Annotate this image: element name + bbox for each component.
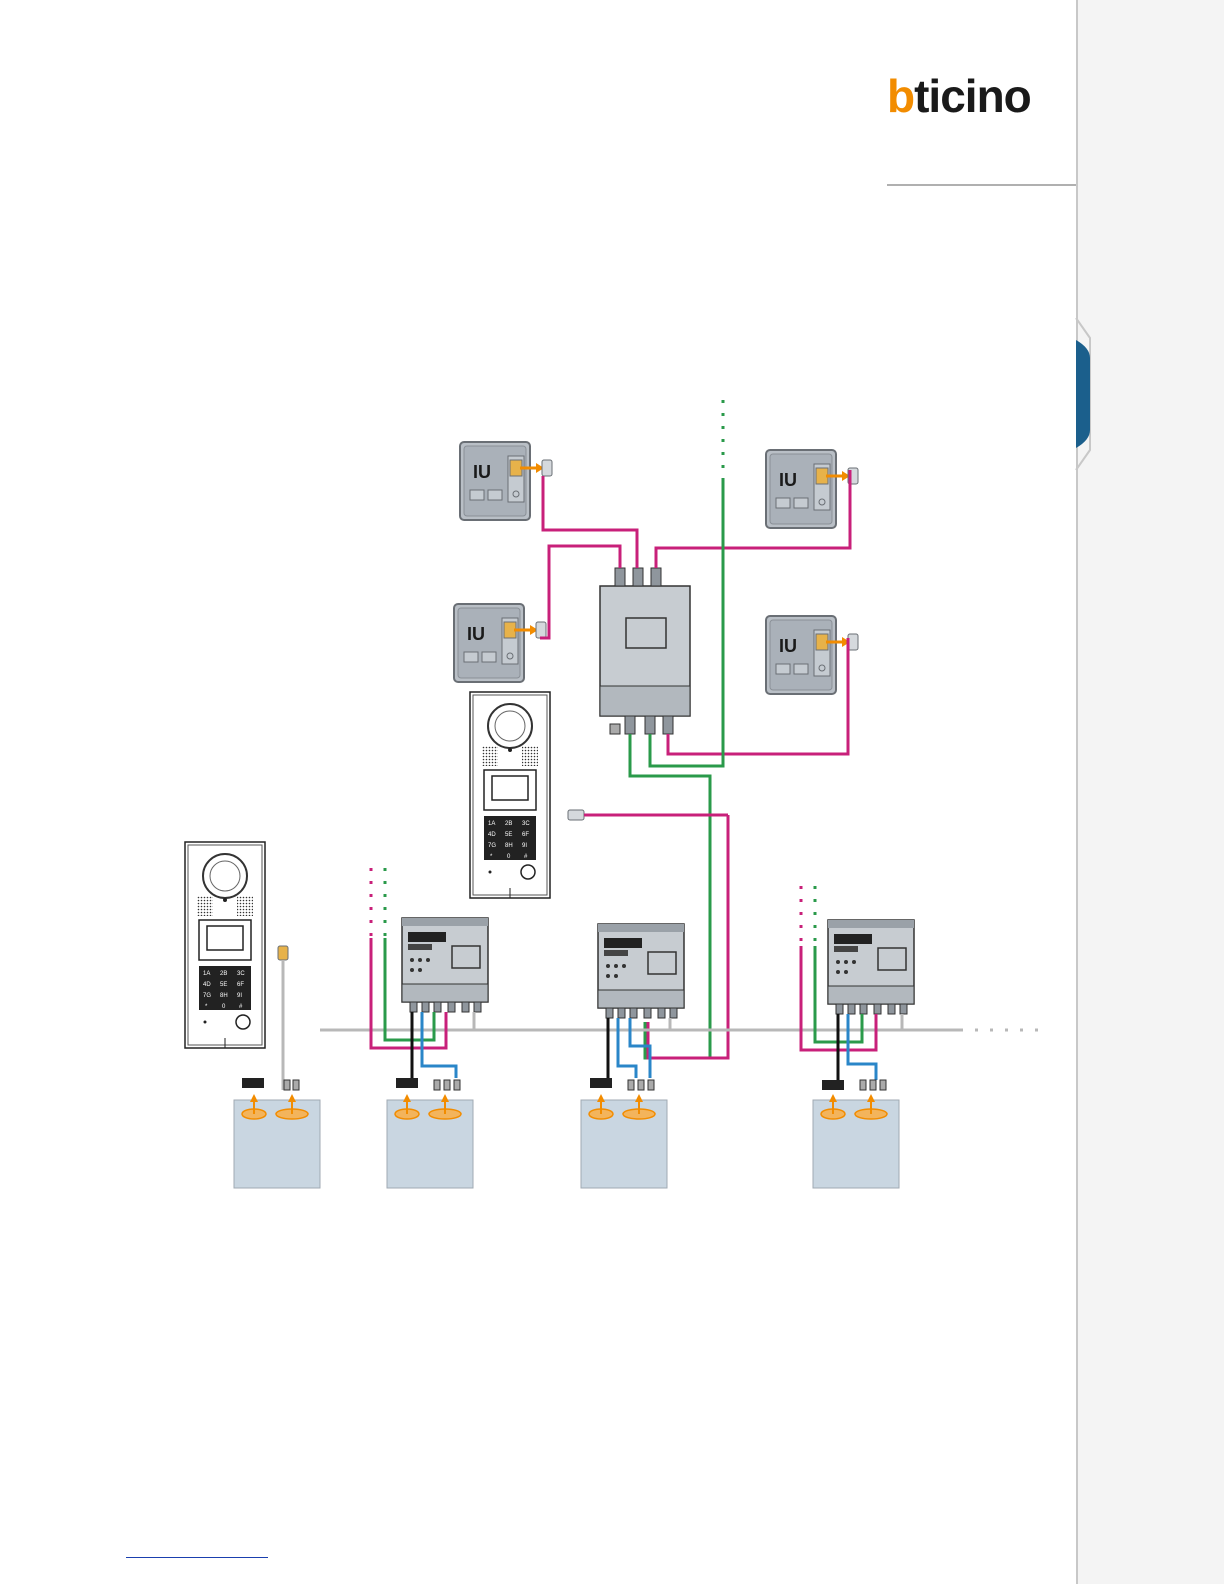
interface-unit: IU — [460, 442, 552, 520]
svg-text:2B: 2B — [505, 821, 512, 827]
svg-text:3C: 3C — [522, 821, 530, 827]
wiring-diagram: IU IU IU IU 1A 2B 3C 4D 5E 6F 7G 8H 9I * — [160, 390, 1060, 1200]
svg-text:7G: 7G — [488, 843, 496, 849]
svg-text:4D: 4D — [488, 832, 496, 838]
svg-text:9I: 9I — [522, 843, 527, 849]
chapter-tab[interactable] — [1060, 318, 1100, 470]
terminal-block — [242, 1078, 886, 1090]
header-divider — [887, 184, 1076, 186]
svg-text:5E: 5E — [505, 832, 512, 838]
svg-text:8H: 8H — [505, 843, 513, 849]
svg-text:8H: 8H — [220, 993, 228, 999]
svg-text:9I: 9I — [237, 993, 242, 999]
apartment-box — [387, 1094, 473, 1188]
apartment-box — [581, 1094, 667, 1188]
svg-text:7G: 7G — [203, 993, 211, 999]
keypad: 1A 2B 3C 4D 5E 6F 7G 8H 9I * 0 # — [484, 816, 536, 860]
svg-text:6F: 6F — [237, 982, 244, 988]
central-distributor — [600, 568, 690, 734]
interface-unit: IU — [766, 616, 858, 694]
apartment-box — [813, 1094, 899, 1188]
bticino-logo: bticino — [887, 70, 1059, 122]
keypad: 1A 2B 3C 4D 5E 6F 7G 8H 9I * 0 # — [199, 966, 251, 1010]
svg-text:1A: 1A — [488, 821, 495, 827]
entrance-panel: 1A 2B 3C 4D 5E 6F 7G 8H 9I * 0 # — [470, 692, 550, 898]
svg-text:1A: 1A — [203, 971, 210, 977]
floor-module — [828, 920, 914, 1014]
svg-text:3C: 3C — [237, 971, 245, 977]
interface-unit: IU — [454, 604, 546, 682]
iu-label: IU — [467, 624, 485, 644]
floor-module — [598, 924, 684, 1018]
page-side-strip — [1076, 0, 1224, 1584]
footer-link-underline — [126, 1557, 268, 1558]
svg-text:4D: 4D — [203, 982, 211, 988]
iu-label: IU — [473, 462, 491, 482]
apartment-box — [234, 1094, 320, 1188]
entrance-panel: 1A 2B 3C 4D 5E 6F 7G 8H 9I * 0 # — [185, 842, 265, 1048]
svg-text:5E: 5E — [220, 982, 227, 988]
svg-text:6F: 6F — [522, 832, 529, 838]
floor-module — [402, 918, 488, 1012]
svg-text:2B: 2B — [220, 971, 227, 977]
iu-label: IU — [779, 636, 797, 656]
interface-unit: IU — [766, 450, 858, 528]
iu-label: IU — [779, 470, 797, 490]
logo-wordmark: bticino — [887, 70, 1031, 122]
